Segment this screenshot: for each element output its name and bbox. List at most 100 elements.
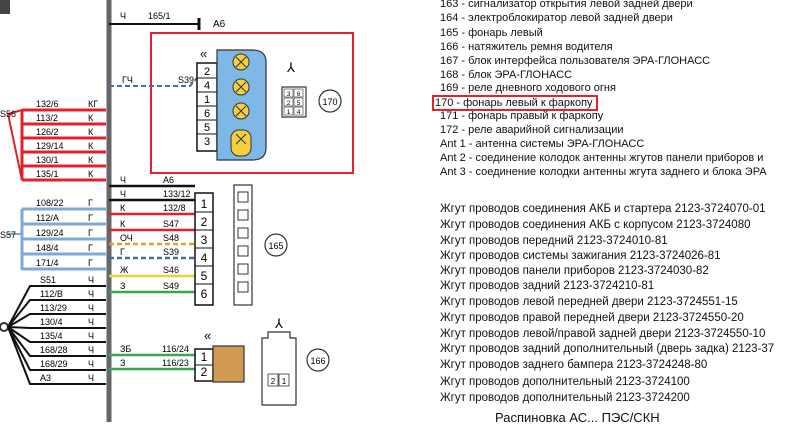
- wire-color: К: [88, 155, 94, 165]
- comp170-label: 170: [322, 97, 337, 107]
- wire-ground: [7, 285, 106, 328]
- top-wire-target: А6: [213, 19, 226, 30]
- wire-color: Ч: [88, 289, 94, 299]
- comp170-pin-number: 2: [204, 66, 210, 78]
- connector-arrow-icon: «: [204, 328, 211, 343]
- wire-id: 168/28: [40, 345, 68, 355]
- harness-item: Жгут проводов передний 2123-3724010-81: [440, 235, 668, 247]
- wire-id: 129/24: [36, 228, 64, 238]
- harness-item: Жгут проводов панели приборов 2123-37240…: [440, 265, 709, 277]
- wire-id: S46: [163, 265, 179, 275]
- comp165-pin-number: 5: [201, 269, 208, 283]
- wire-ground: [7, 326, 106, 343]
- wire-color: Ч: [88, 303, 94, 313]
- comp170-pin-number: 6: [204, 108, 210, 120]
- wire-color: К: [88, 169, 94, 179]
- plug-170-key-icon: ⅄: [286, 60, 295, 75]
- comp165-socket: [237, 191, 249, 203]
- wire-ground: [7, 326, 106, 371]
- comp170-wire-id: S39: [178, 75, 194, 85]
- edge-mark: [0, 0, 10, 14]
- wire-color: Ч: [120, 175, 126, 185]
- wire-color: Ж: [120, 265, 129, 275]
- bulb-cross: [235, 133, 247, 145]
- wire-id: А6: [163, 175, 174, 185]
- bottom-caption: Распиновка АС... ПЭС/СКН: [495, 410, 660, 425]
- group-s56-fanout: [7, 109, 23, 181]
- comp170-pin-number: 3: [204, 136, 210, 148]
- wire-id: 135/4: [40, 331, 63, 341]
- legend-item: 166 - натяжитель ремня водителя: [440, 41, 613, 53]
- wire-ground: [7, 326, 106, 385]
- comp165-pin-block: [194, 192, 214, 306]
- plug-166-key-icon: ⅄: [274, 316, 283, 331]
- connector-arrow-icon: «: [200, 46, 207, 61]
- comp170-wire-color: ГЧ: [122, 75, 133, 85]
- comp166-label-circle: [306, 348, 330, 372]
- comp170-label-circle: [318, 89, 342, 113]
- wire-ground: [7, 299, 106, 328]
- wire-ground: [7, 326, 106, 357]
- legend-item: 163 - сигнализатор открытия левой задней…: [440, 0, 693, 10]
- wire-id: 135/1: [36, 169, 59, 179]
- comp170-plug-pin: 3: [287, 91, 291, 98]
- comp165-socket: [237, 209, 249, 221]
- comp170-wire: [109, 77, 198, 87]
- wire-id: 129/14: [36, 141, 64, 151]
- wire-color: ОЧ: [120, 233, 133, 243]
- harness-item: Жгут проводов задний дополнительный (две…: [440, 343, 775, 355]
- wire-id: 116/23: [162, 358, 189, 368]
- wire-color: Ч: [120, 189, 126, 199]
- legend-item: Ant 1 - антенна системы ЭРА-ГЛОНАСС: [440, 138, 645, 150]
- comp165-label-circle: [264, 233, 288, 257]
- group-s57-label: S57: [0, 230, 16, 240]
- comp165-label: 165: [268, 241, 283, 251]
- legend-item: 169 - реле дневного ходового огня: [440, 82, 616, 94]
- harness-item: Жгут проводов правой передней двери 2123…: [440, 312, 744, 324]
- wire-color: Г: [120, 247, 125, 257]
- component-170-highlight: [150, 32, 354, 174]
- group-s56-label: S56: [0, 109, 16, 119]
- junction-mark: [0, 322, 9, 332]
- harness-item: Жгут проводов заднего бампера 2123-37242…: [440, 359, 708, 371]
- wire-color: К: [88, 141, 94, 151]
- wire-id: 126/2: [36, 127, 59, 137]
- legend-item: 167 - блок интерфейса пользователя ЭРА-Г…: [440, 55, 711, 67]
- comp170-plug-pin: 6: [297, 91, 301, 98]
- comp166-label: 166: [310, 356, 325, 366]
- wire-color: К: [88, 127, 94, 137]
- wire-color: Ч: [88, 373, 94, 383]
- comp166-plug-pin: 1: [282, 377, 287, 386]
- plug-socket: [278, 373, 290, 387]
- comp166-body: [212, 345, 245, 383]
- comp165-pin-number: 2: [201, 215, 208, 229]
- legend-item: 168 - блок ЭРА-ГЛОНАСС: [440, 69, 573, 81]
- wire-id: 130/4: [40, 317, 63, 327]
- wire-id: 132/8: [163, 203, 186, 213]
- comp170-pin-number: 5: [204, 122, 210, 134]
- comp165-pin-number: 4: [201, 251, 208, 265]
- harness-item: Жгут проводов дополнительный 2123-372410…: [440, 376, 690, 388]
- wire-color: Ч: [88, 345, 94, 355]
- wire-id: 116/24: [162, 344, 189, 354]
- plug-socket: [283, 106, 294, 116]
- harness-item: Жгут проводов соединения АКБ с корпусом …: [440, 219, 751, 231]
- harness-item: Жгут проводов левой/правой задней двери …: [440, 328, 766, 340]
- plug-socket: [267, 373, 279, 387]
- top-wire-color: Ч: [120, 11, 126, 21]
- harness-item: Жгут проводов системы зажигания 2123-372…: [440, 250, 721, 262]
- wire-color: КГ: [88, 99, 98, 109]
- harness-item: Жгут проводов левой передней двери 2123-…: [440, 296, 738, 308]
- bulb-icon: [230, 129, 252, 157]
- comp165-pin-number: 1: [201, 197, 208, 211]
- legend-item: 165 - фонарь левый: [440, 27, 543, 39]
- wire-color: Ч: [88, 317, 94, 327]
- wire-id: S48: [163, 233, 179, 243]
- bulb-cross: [235, 105, 247, 117]
- wire-ground: [7, 326, 106, 329]
